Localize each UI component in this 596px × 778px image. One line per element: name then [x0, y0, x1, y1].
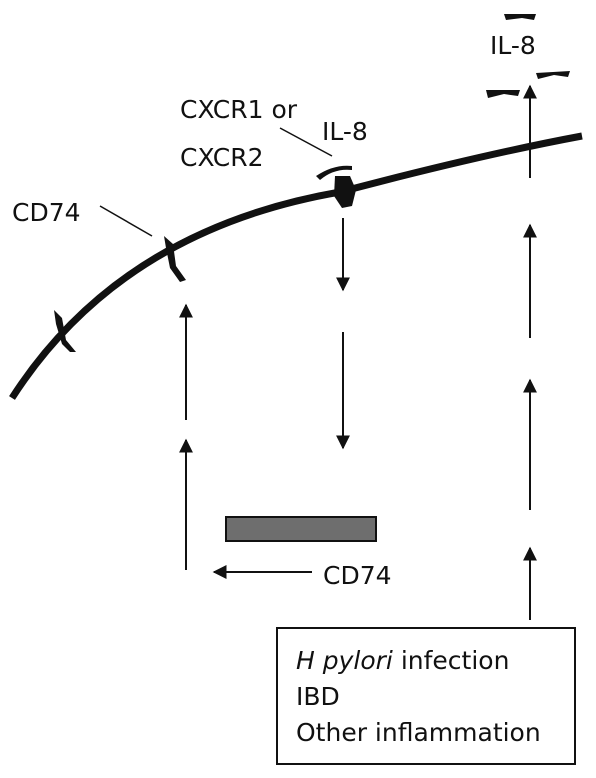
- cxcr-receptor: [334, 176, 356, 208]
- il8-ligand-left: [486, 90, 520, 98]
- cd74-receptor: [164, 236, 186, 282]
- label-il8-bound: IL-8: [322, 117, 368, 146]
- hpylori-italic: H pylori: [296, 646, 393, 675]
- inflammation-causes-box: H pylori infection IBD Other inflammatio…: [276, 627, 576, 765]
- cxcr-leader-line: [279, 127, 333, 157]
- cd74-leader-line: [99, 205, 153, 237]
- label-cxcr: CXCR1 or: [180, 95, 298, 124]
- cd74-receptor-left: [54, 310, 76, 352]
- il8-ligand-right: [536, 71, 570, 79]
- hpylori-rest: infection: [392, 646, 510, 675]
- cell-membrane: [9, 132, 583, 400]
- il8-bound-ligand: [316, 165, 352, 180]
- box-line-ibd: IBD: [296, 682, 340, 711]
- label-il8-free: IL-8: [490, 31, 536, 60]
- label-cd74-bottom: CD74: [323, 561, 392, 590]
- box-line-hpylori: H pylori infection: [296, 646, 576, 676]
- label-cd74-receptor: CD74: [12, 198, 81, 227]
- gene-expression-bar: [225, 516, 377, 542]
- il8-ligand-top: [504, 14, 536, 20]
- label-cxcr2: CXCR2: [180, 143, 264, 172]
- box-line-other: Other inflammation: [296, 718, 541, 747]
